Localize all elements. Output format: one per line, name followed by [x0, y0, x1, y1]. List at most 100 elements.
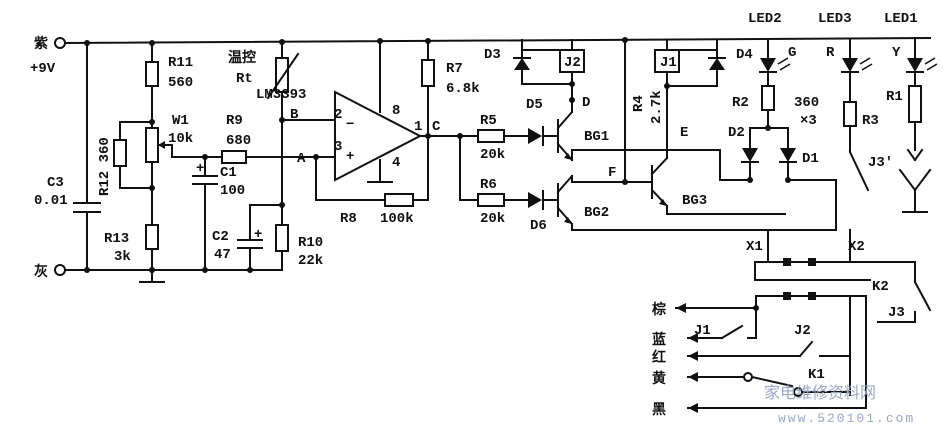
- output-black: [687, 394, 867, 413]
- label-rt: Rt: [236, 71, 253, 87]
- label-d3: D3: [484, 47, 501, 63]
- label-d4: D4: [736, 47, 753, 63]
- label-pin1: 1: [414, 119, 422, 135]
- output-brown: [675, 303, 759, 313]
- net-b: [279, 117, 336, 123]
- label-k1: K1: [808, 367, 825, 383]
- label-bg3: BG3: [682, 193, 707, 209]
- output-yellow: [687, 372, 851, 397]
- label-r10: R10: [298, 235, 323, 251]
- label-c3: C3: [47, 175, 64, 191]
- relay-k2: [755, 292, 867, 396]
- diode-d4: [666, 49, 726, 87]
- net-a: [313, 154, 386, 201]
- resistor-r13: [145, 224, 159, 271]
- label-led2: LED2: [748, 11, 782, 27]
- watermark-site-name: 家电维修资料网: [764, 383, 876, 402]
- label-pin8: 8: [392, 103, 400, 119]
- label-x3: ×3: [800, 113, 817, 129]
- label-d2: D2: [728, 125, 745, 141]
- label-j2-contact: J2: [794, 323, 811, 339]
- label-node-a: A: [297, 151, 306, 167]
- label-pin4: 4: [392, 155, 400, 171]
- diode-d5: [528, 126, 559, 146]
- output-blue: [687, 324, 757, 343]
- label-black: 黑: [652, 402, 666, 418]
- label-x1: X1: [746, 239, 763, 255]
- label-r6: R6: [480, 177, 497, 193]
- label-blue: 蓝: [652, 331, 666, 348]
- label-r: R: [826, 45, 835, 61]
- label-temp-control: 温控: [228, 49, 256, 66]
- label-r5: R5: [480, 113, 497, 129]
- capacitor-c1: [192, 156, 218, 271]
- label-supply: +9V: [30, 61, 56, 77]
- label-r6-value: 20k: [480, 211, 505, 227]
- relay-coil-j1: [654, 49, 718, 91]
- label-j2: J2: [564, 55, 581, 71]
- label-purple: 紫: [34, 35, 48, 52]
- label-d5: D5: [526, 97, 543, 113]
- label-g: G: [788, 45, 796, 61]
- diode-d1: [779, 127, 797, 183]
- label-x2: X2: [848, 239, 865, 255]
- label-c1-value: 100: [220, 183, 245, 199]
- labels-layer: 紫 +9V 灰 R11 560 R12 360 W1 10k R9 680 + …: [30, 11, 918, 426]
- label-y: Y: [892, 45, 901, 61]
- label-c3-value: 0.01: [34, 193, 68, 209]
- label-r12: R12 360: [97, 137, 113, 196]
- label-r3: R3: [862, 113, 879, 129]
- label-gray: 灰: [34, 263, 48, 280]
- label-bg1: BG1: [584, 129, 609, 145]
- label-led1: LED1: [884, 11, 918, 27]
- opamp-lm3393: [334, 90, 461, 183]
- label-node-c: C: [432, 119, 441, 135]
- resistor-r2: [749, 85, 789, 131]
- label-c2-plus: +: [254, 227, 262, 243]
- label-node-d: D: [582, 95, 590, 111]
- resistor-r1: [898, 85, 932, 213]
- led-led2: [759, 57, 791, 87]
- diode-d2: [741, 127, 759, 183]
- label-node-b: B: [290, 107, 299, 123]
- label-led3: LED3: [818, 11, 852, 27]
- label-plus: +: [346, 149, 354, 165]
- label-ic: LM3393: [256, 87, 306, 103]
- label-r9-value: 680: [226, 133, 251, 149]
- transistor-bg1: [556, 99, 751, 181]
- thermistor-rt: [266, 52, 300, 100]
- resistor-r8: [384, 139, 429, 207]
- contact-x1-x2: [754, 229, 932, 323]
- led-led1: [906, 57, 938, 87]
- capacitor-c2: [237, 202, 285, 271]
- label-r7: R7: [446, 61, 463, 77]
- capacitor-c3: [73, 202, 101, 271]
- label-minus: −: [346, 117, 354, 133]
- resistor-r7: [421, 59, 435, 137]
- label-c1-plus: +: [196, 161, 204, 177]
- resistor-r4: [622, 179, 628, 185]
- net-c: [457, 133, 479, 201]
- resistor-r5: [477, 129, 529, 143]
- potentiometer-w1: [145, 127, 223, 226]
- label-r9: R9: [226, 113, 243, 129]
- ground-rail: [54, 264, 283, 283]
- label-pin2: 2: [334, 107, 342, 123]
- label-r4: R4: [631, 95, 647, 112]
- label-r11-value: 560: [168, 75, 193, 91]
- transistor-bg2: [556, 174, 837, 231]
- label-c2-value: 47: [214, 247, 231, 263]
- label-r13-value: 3k: [114, 249, 131, 265]
- label-d6: D6: [530, 218, 547, 234]
- label-r10-value: 22k: [298, 253, 323, 269]
- label-r8-value: 100k: [380, 211, 414, 227]
- label-brown: 棕: [651, 301, 666, 318]
- label-j1: J1: [660, 55, 677, 71]
- label-bg2: BG2: [584, 205, 609, 221]
- relay-coil-j2: [559, 49, 585, 103]
- label-j1-contact: J1: [694, 323, 711, 339]
- label-r8: R8: [340, 211, 357, 227]
- output-red: [687, 340, 851, 361]
- transistor-bg3: [650, 85, 786, 215]
